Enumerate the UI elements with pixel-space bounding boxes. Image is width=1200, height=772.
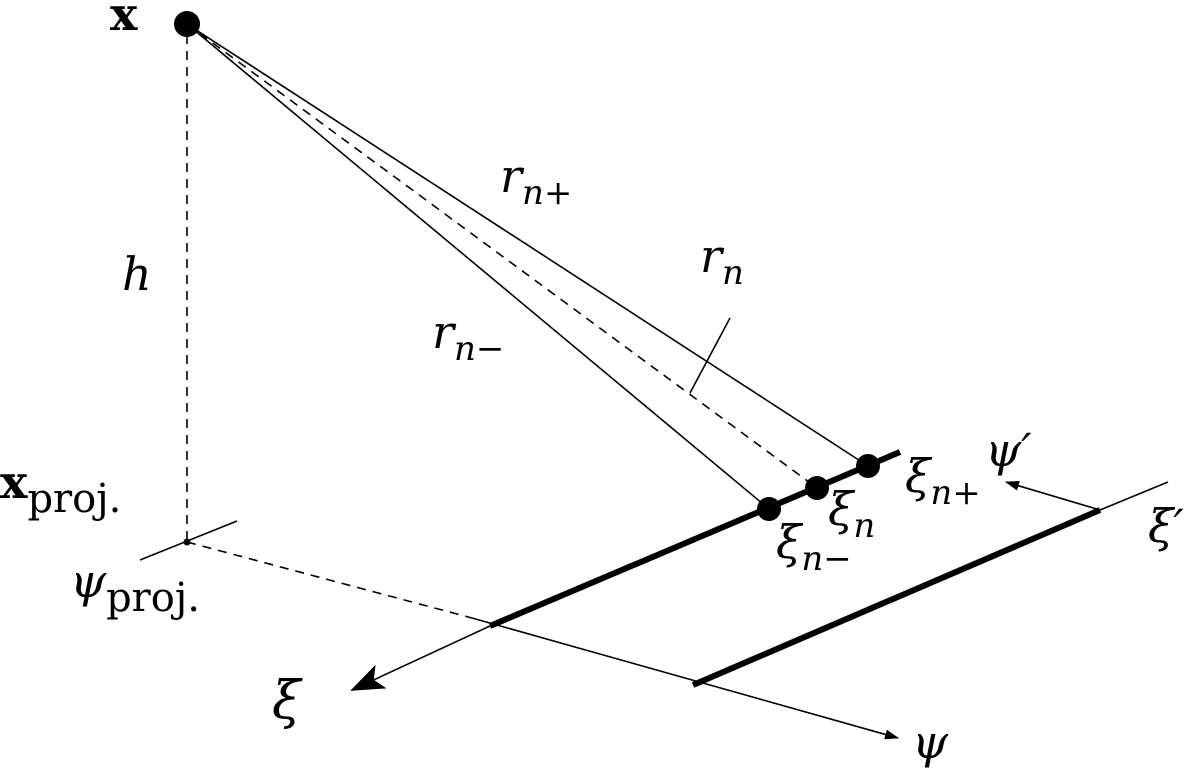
label-xi-n-plus: ξn+: [905, 449, 981, 513]
xi-thick-segment: [488, 449, 902, 629]
xi-prime-line: [1099, 481, 1169, 511]
label-xi-n: ξn: [828, 482, 875, 546]
r-n-leader: [689, 317, 731, 394]
point-xi-n-plus: [856, 454, 880, 478]
label-xi-prime: ξ′: [1148, 499, 1184, 553]
label-h: h: [122, 247, 152, 301]
point-xi-n: [805, 476, 829, 500]
label-x: x: [110, 0, 138, 41]
xi-axis: [350, 625, 491, 691]
psi-prime-arrow: [1005, 480, 1101, 511]
point-xi-n-minus: [757, 497, 781, 521]
primed-thick-segment: [691, 507, 1102, 688]
label-psi-prime: ψ′: [985, 423, 1032, 477]
ray-r-n-minus: [186, 23, 770, 510]
label-r-n-plus: rn+: [500, 149, 572, 213]
point-x-proj: [183, 538, 191, 546]
point-x: [174, 11, 200, 37]
label-r-n-minus: rn−: [432, 305, 504, 369]
label-psi-axis: ψ: [912, 715, 949, 769]
ray-r-n: [186, 23, 818, 489]
ray-r-n-plus: [186, 23, 869, 467]
projection-dashed-line: [186, 541, 473, 619]
label-xi-axis: ξ: [272, 671, 303, 731]
psi-axis: [471, 617, 899, 740]
label-xi-n-minus: ξn−: [776, 515, 852, 579]
label-r-n: rn: [700, 229, 744, 293]
label-x-proj: xproj.: [0, 455, 121, 522]
label-psi-proj: ψproj.: [70, 554, 200, 621]
